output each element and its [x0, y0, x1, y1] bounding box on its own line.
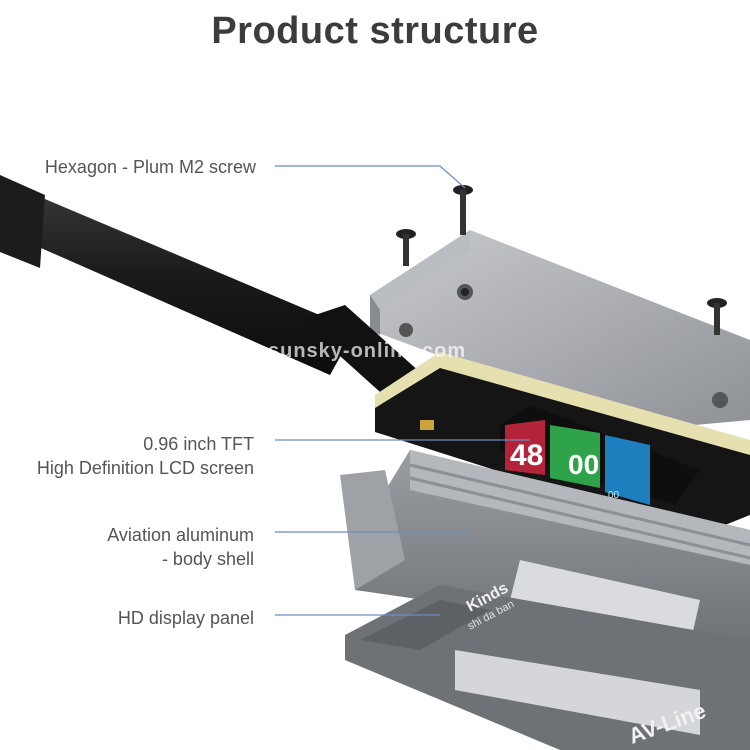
page-title: Product structure [211, 10, 539, 52]
volt-value: 48 [510, 439, 543, 472]
callout-shell: Aviation aluminum - body shell [107, 523, 254, 571]
callout-screw: Hexagon - Plum M2 screw [44, 157, 256, 177]
callout-lcd-line2: High Definition LCD screen [36, 458, 254, 478]
screw-right [707, 298, 727, 335]
leader-screw [275, 165, 466, 189]
lcd-screen [500, 405, 700, 505]
screen-code: 00 [608, 490, 620, 501]
top-cover [370, 230, 750, 430]
callout-lcd: 0.96 inch TFT High Definition LCD screen [37, 432, 254, 480]
callout-shell-line1: Aviation aluminum [107, 525, 254, 545]
callout-shell-line2: - body shell [161, 549, 254, 569]
screw-left [396, 229, 416, 266]
callout-panel: HD display panel [117, 608, 254, 628]
screw-top [453, 185, 473, 235]
callout-lcd-line1: 0.96 inch TFT [143, 434, 254, 454]
watermark: sunsky-online.com [268, 340, 467, 362]
amp-value: 00 [568, 449, 599, 480]
hd-display-panel [345, 585, 750, 750]
